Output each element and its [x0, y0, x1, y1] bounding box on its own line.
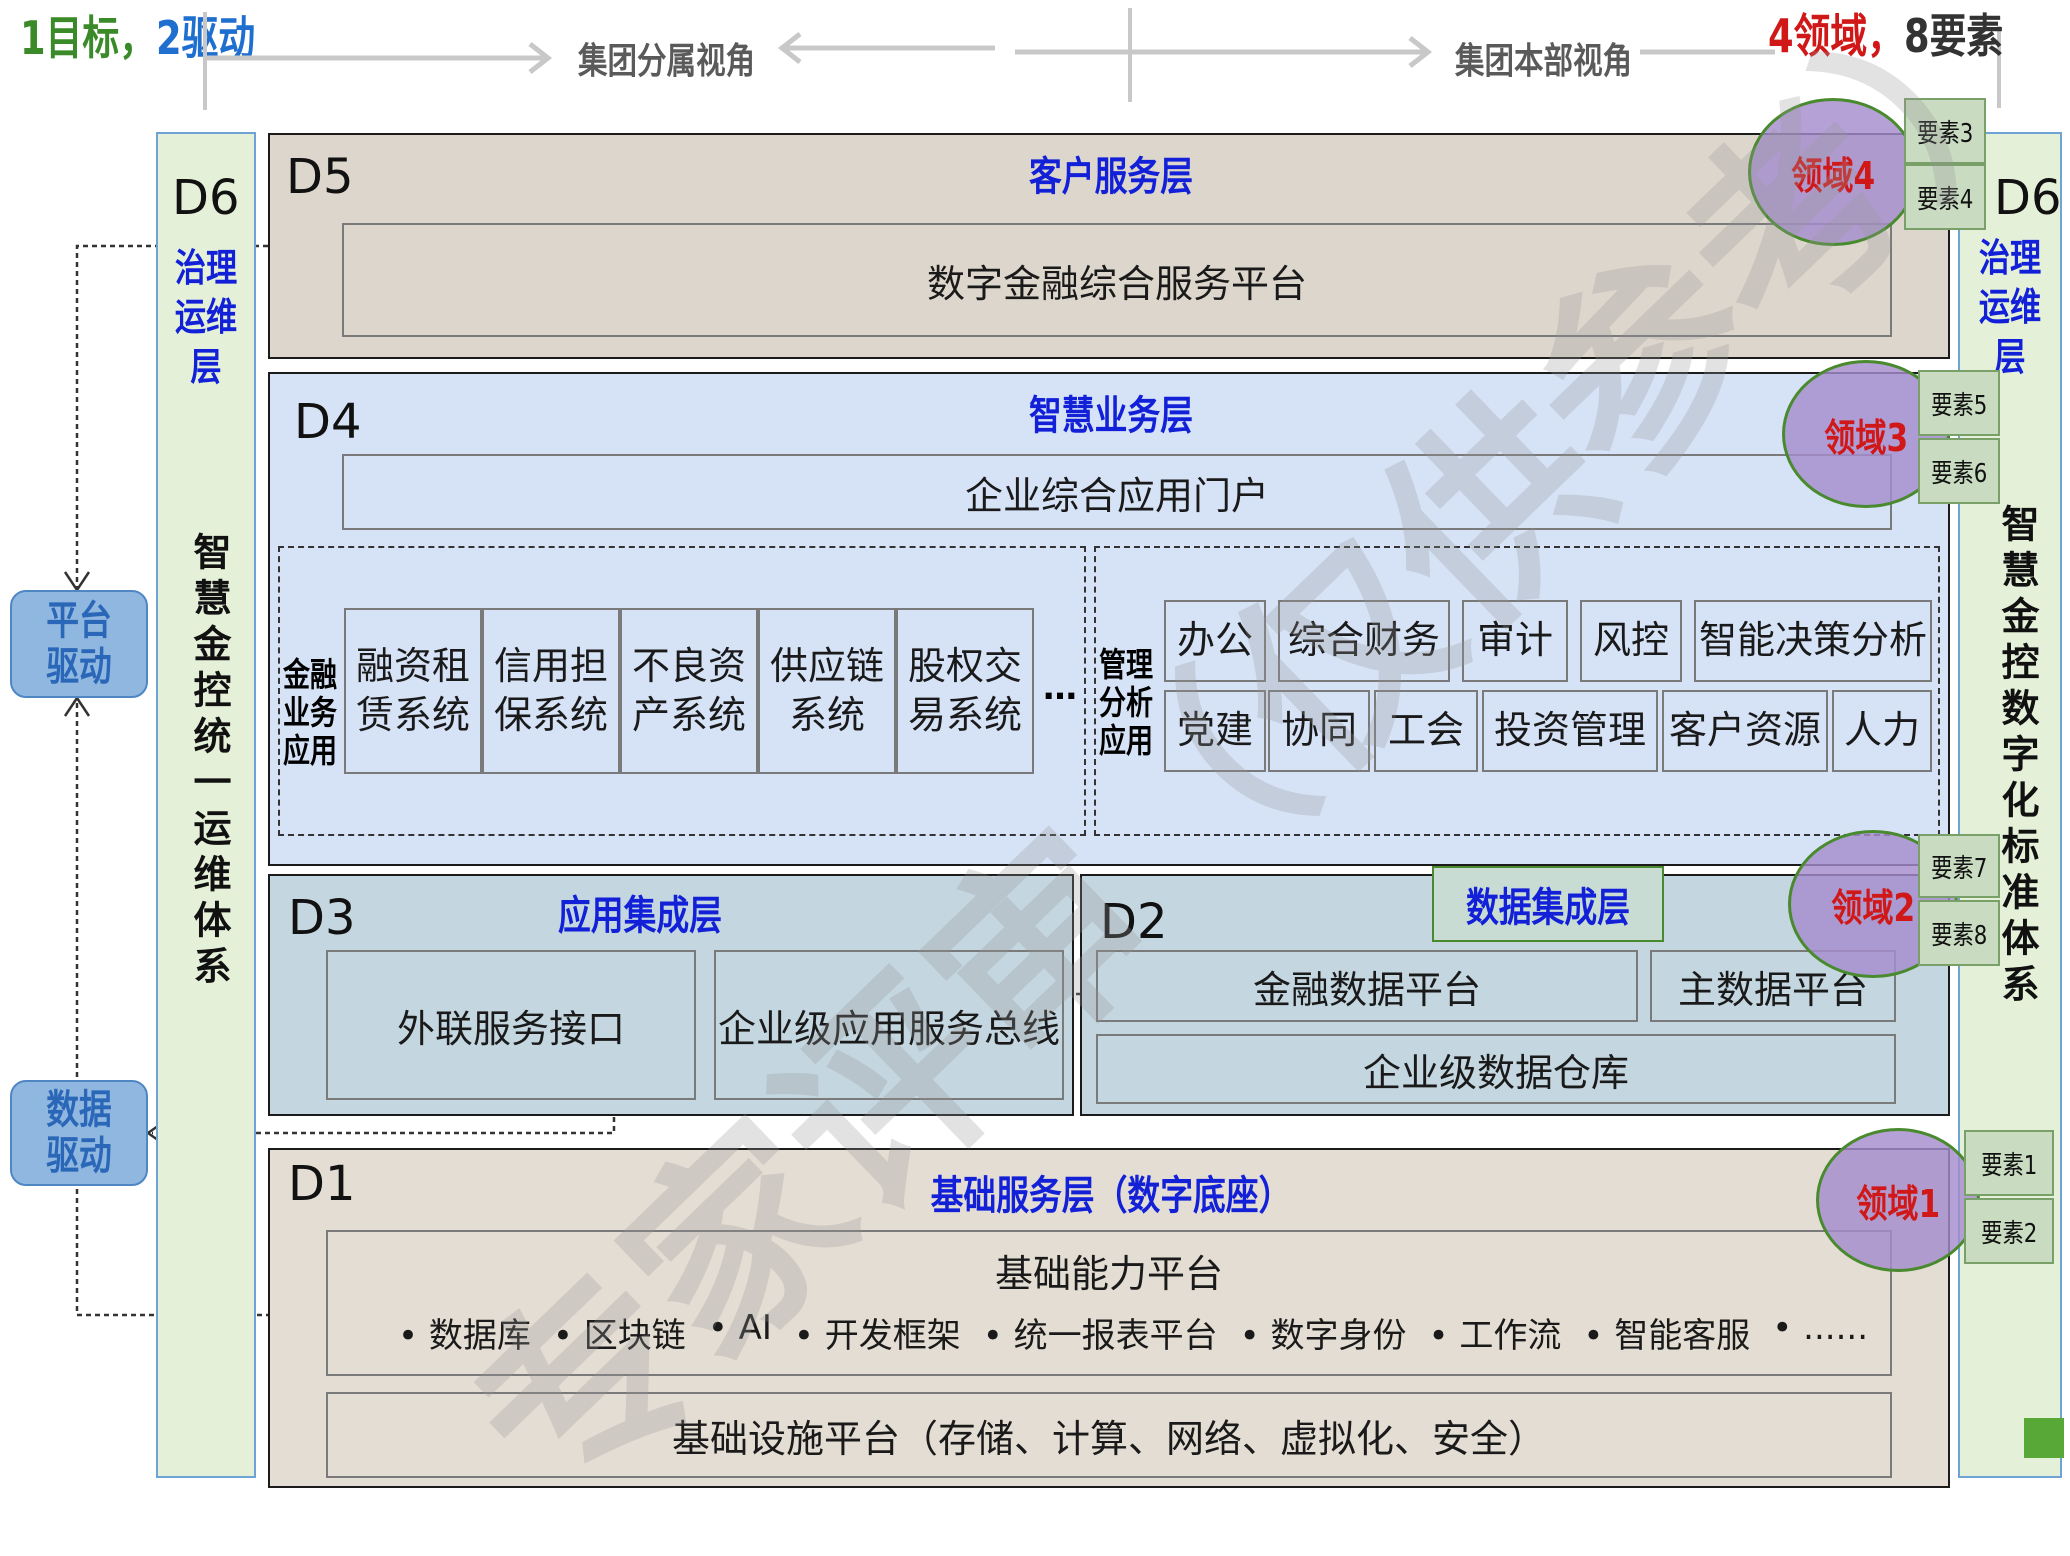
d5-label: D5	[286, 149, 354, 205]
capability-unified-reporting: • 统一报表平台	[982, 1316, 1218, 1356]
d3-title: 应用集成层	[558, 893, 722, 939]
domains-text: 领域，	[1793, 9, 1905, 63]
trade-union-app: 工会	[1374, 690, 1478, 772]
risk-control-app: 风控	[1580, 600, 1682, 682]
header-arrows	[95, 8, 2001, 110]
enterprise-app-portal: 企业综合应用门户	[342, 454, 1892, 530]
capability-blockchain: • 区块链	[552, 1316, 686, 1356]
element-8: 要素8	[1918, 900, 2000, 966]
credit-guarantee-system: 信用担保系统	[482, 608, 620, 774]
master-data-platform: 主数据平台	[1650, 950, 1896, 1022]
platform-driver: 平台 驱动	[10, 590, 148, 698]
equity-trading-system: 股权交易系统	[896, 608, 1034, 774]
finance-app: 综合财务	[1278, 600, 1450, 682]
d6-right-vertical-text: 智慧金控数字化标准体系	[1995, 504, 2039, 1010]
investment-management-app: 投资管理	[1482, 690, 1658, 772]
capability-ai: • AI	[707, 1308, 772, 1348]
domain-4-ellipse: 领域4	[1748, 98, 1918, 246]
supply-chain-system: 供应链系统	[758, 608, 896, 774]
d3-app-integration-layer: D3 应用集成层 外联服务接口 企业级应用服务总线	[268, 874, 1074, 1116]
capability-smart-service: • 智能客服	[1583, 1316, 1751, 1356]
capability-dev-framework: • 开发框架	[793, 1316, 961, 1356]
decision-analysis-app: 智能决策分析	[1694, 600, 1932, 682]
external-service-interface: 外联服务接口	[326, 950, 696, 1100]
header-goal-drive: 1目标，2驱动	[20, 2, 314, 65]
enterprise-data-warehouse: 企业级数据仓库	[1096, 1034, 1896, 1104]
d6-left-vertical-text: 智慧金控统一运维体系	[187, 532, 231, 992]
element-7: 要素7	[1918, 834, 2000, 898]
d3-label: D3	[288, 890, 356, 946]
party-building-app: 党建	[1164, 690, 1266, 772]
element-4: 要素4	[1904, 164, 1986, 230]
d1-label: D1	[288, 1156, 356, 1212]
capability-items: • 数据库 • 区块链 • AI • 开发框架 • 统一报表平台 • 数字身份 …	[398, 1308, 1868, 1358]
capability-digital-identity: • 数字身份	[1239, 1316, 1407, 1356]
drive-number: 2	[156, 11, 182, 65]
infrastructure-platform: 基础设施平台（存储、计算、网络、虚拟化、安全）	[326, 1392, 1892, 1478]
digital-finance-platform: 数字金融综合服务平台	[342, 223, 1892, 337]
capability-workflow: • 工作流	[1428, 1316, 1562, 1356]
elements-text: 8要素	[1904, 9, 2004, 63]
d5-customer-service-layer: D5 客户服务层 数字金融综合服务平台	[268, 133, 1950, 359]
element-3: 要素3	[1904, 98, 1986, 164]
more-systems-ellipsis: …	[1043, 668, 1077, 708]
d6-right-label: D6	[1994, 170, 2062, 226]
d5-title: 客户服务层	[1029, 154, 1193, 200]
enterprise-service-bus: 企业级应用服务总线	[714, 950, 1064, 1100]
human-resources-app: 人力	[1832, 690, 1932, 772]
capability-platform-title: 基础能力平台	[994, 1251, 1223, 1296]
perspective-hq: 集团本部视角	[1455, 41, 1633, 82]
element-6: 要素6	[1918, 438, 2000, 504]
d4-label: D4	[294, 394, 362, 450]
management-analytics-apps: 管理 分析 应用 办公 综合财务 审计 风控 智能决策分析 党建 协同 工会 投…	[1094, 546, 1940, 836]
office-app: 办公	[1164, 600, 1266, 682]
financial-apps-label: 金融 业务 应用	[282, 655, 338, 770]
d1-title: 基础服务层（数字底座）	[930, 1173, 1292, 1219]
capability-database: • 数据库	[398, 1316, 531, 1356]
capability-more: • ......	[1772, 1308, 1869, 1348]
d6-left-column: D6 治理 运维 层 智慧金控统一运维体系	[156, 132, 256, 1478]
financial-business-apps: 金融 业务 应用 融资租赁系统 信用担保系统 不良资产系统 供应链系统 股权交易…	[278, 546, 1086, 836]
financial-data-platform: 金融数据平台	[1096, 950, 1638, 1022]
data-driver: 数据 驱动	[10, 1080, 148, 1186]
audit-app: 审计	[1462, 600, 1568, 682]
d6-left-label: D6	[172, 170, 240, 226]
d6-right-column: D6 治理 运维 层 智慧金控数字化标准体系	[1958, 132, 2062, 1478]
basic-capability-platform: 基础能力平台 • 数据库 • 区块链 • AI • 开发框架 • 统一报表平台 …	[326, 1230, 1892, 1376]
nonperforming-asset-system: 不良资产系统	[620, 608, 758, 774]
domains-number: 4	[1768, 9, 1794, 63]
goal-text: 目标，	[45, 11, 157, 65]
d4-smart-business-layer: D4 智慧业务层 企业综合应用门户 金融 业务 应用 融资租赁系统 信用担保系统…	[268, 372, 1950, 866]
d6-right-title: 治理 运维 层	[1978, 236, 2042, 379]
domain-1-ellipse: 领域1	[1816, 1128, 1980, 1272]
d1-infrastructure-service-layer: D1 基础服务层（数字底座） 基础能力平台 • 数据库 • 区块链 • AI •…	[268, 1148, 1950, 1488]
header-domains-elements: 4领域，8要素	[1768, 0, 2062, 63]
financial-leasing-system: 融资租赁系统	[344, 608, 482, 774]
perspective-subsidiary: 集团分属视角	[578, 41, 756, 82]
element-1: 要素1	[1964, 1130, 2054, 1196]
collaboration-app: 协同	[1268, 690, 1370, 772]
d2-label: D2	[1100, 894, 1168, 950]
element-2: 要素2	[1964, 1198, 2054, 1264]
management-apps-label: 管理 分析 应用	[1098, 645, 1154, 760]
customer-resources-app: 客户资源	[1662, 690, 1828, 772]
d4-title: 智慧业务层	[1029, 393, 1193, 439]
d6-left-title: 治理 运维 层	[174, 246, 238, 389]
d2-data-integration-layer: D2 数据集成层 金融数据平台 主数据平台 企业级数据仓库	[1080, 866, 1950, 1116]
d2-title: 数据集成层	[1432, 866, 1664, 942]
element-5: 要素5	[1918, 370, 2000, 436]
corner-marker	[2024, 1418, 2064, 1458]
goal-number: 1	[20, 11, 46, 65]
